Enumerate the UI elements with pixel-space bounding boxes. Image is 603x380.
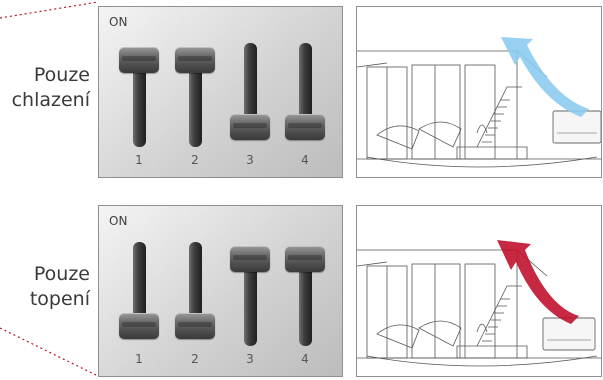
dip-switch-4[interactable]: 4 — [285, 7, 325, 179]
mode-label-line1: Pouze — [0, 262, 90, 287]
switch-number: 4 — [285, 352, 325, 366]
dip-switch-3[interactable]: 3 — [230, 7, 270, 179]
switch-number: 2 — [175, 352, 215, 366]
airflow-arrow-heat — [497, 240, 579, 324]
mode-label-heating: Pouze topení — [0, 262, 90, 312]
switch-number: 4 — [285, 153, 325, 167]
dip-switch-3[interactable]: 3 — [230, 206, 270, 378]
switch-number: 3 — [230, 352, 270, 366]
mode-label-cooling: Pouze chlazení — [0, 63, 90, 113]
switch-number: 3 — [230, 153, 270, 167]
dip-switch-2[interactable]: 2 — [175, 7, 215, 179]
switch-number: 1 — [119, 352, 159, 366]
mode-label-line1: Pouze — [0, 63, 90, 88]
room-illustration-heating — [356, 205, 602, 377]
dip-switch-panel-cooling: ON 1 2 3 4 — [98, 6, 343, 178]
room-drawing — [357, 7, 602, 178]
mode-label-line2: chlazení — [0, 88, 90, 113]
dip-switch-panel-heating: ON 1 2 3 4 — [98, 205, 343, 377]
callout-line-top — [0, 0, 100, 30]
callout-line-bottom — [0, 320, 100, 380]
dip-switch-1[interactable]: 1 — [119, 7, 159, 179]
mode-label-line2: topení — [0, 287, 90, 312]
dip-switch-2[interactable]: 2 — [175, 206, 215, 378]
room-drawing — [357, 206, 602, 377]
switch-number: 2 — [175, 153, 215, 167]
dip-switch-1[interactable]: 1 — [119, 206, 159, 378]
dip-switch-4[interactable]: 4 — [285, 206, 325, 378]
airflow-arrow-cool — [501, 37, 589, 117]
room-illustration-cooling — [356, 6, 602, 178]
switch-number: 1 — [119, 153, 159, 167]
